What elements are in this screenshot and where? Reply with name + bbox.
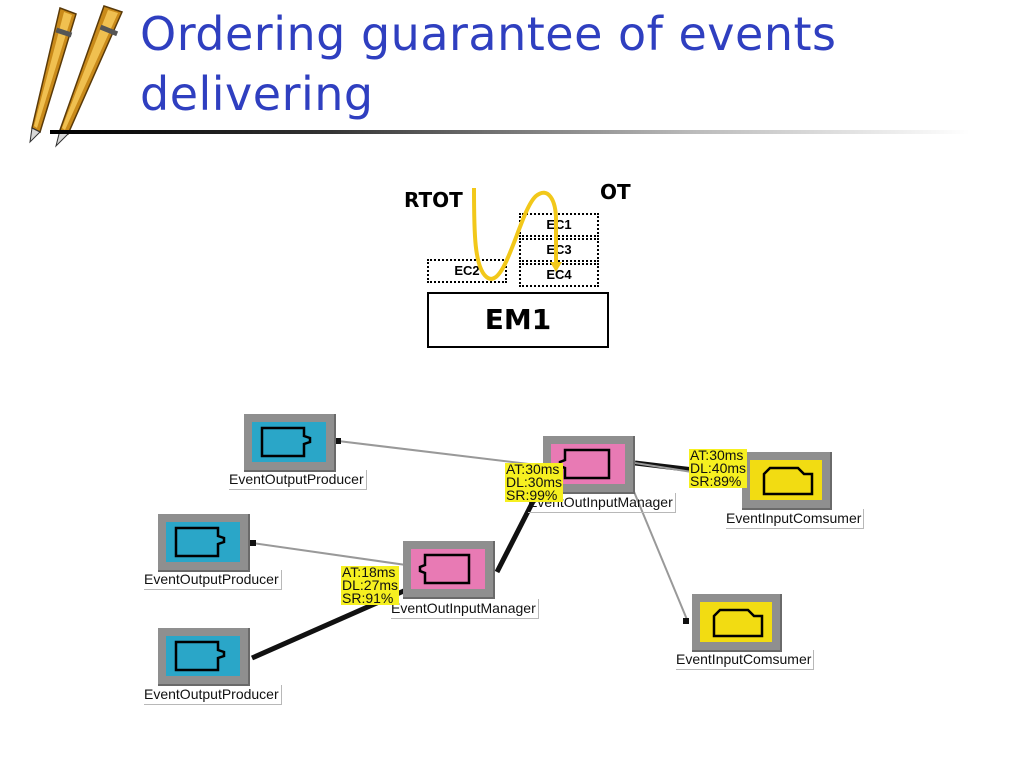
stat-at: AT:30ms (506, 461, 560, 477)
producer-label-2: EventOutputProducer (144, 570, 282, 590)
ec-box-left: EC2 (427, 259, 507, 283)
stat-sr: SR:99% (506, 487, 558, 503)
producer-label-1: EventOutputProducer (229, 470, 367, 490)
consumer-label-upper: EventInputComsumer (726, 509, 865, 529)
slide-title: Ordering guarantee of events delivering (140, 7, 837, 121)
stat-dl: DL:30ms (506, 474, 563, 490)
rtot-label: RTOT (404, 188, 463, 212)
consumer-node-upper[interactable] (742, 452, 832, 510)
ec-box-4: EC4 (519, 263, 599, 287)
stat-sr: SR:91% (342, 590, 394, 606)
stats-manager-lower: AT:18ms DL:27ms SR:91% (341, 564, 400, 606)
wire-producer2-manager-lower (251, 542, 407, 566)
ec-box-3: EC3 (519, 238, 599, 262)
pens-logo-icon (29, 5, 124, 148)
stat-at: AT:18ms (342, 564, 396, 580)
producer-node-3[interactable] (158, 628, 250, 686)
stat-dl: DL:40ms (690, 460, 747, 476)
manager-node-lower[interactable] (403, 541, 495, 599)
producer-label-3: EventOutputProducer (144, 685, 282, 705)
ot-label: OT (600, 180, 631, 204)
ec-box-1: EC1 (519, 213, 599, 237)
producer-node-2[interactable] (158, 514, 250, 572)
stat-at: AT:30ms (690, 447, 744, 463)
consumer-node-lower[interactable] (692, 594, 782, 652)
event-manager-box: EM1 (427, 292, 609, 348)
manager-label-lower: EventOutInputManager (391, 599, 539, 619)
producer-node-1[interactable] (244, 414, 336, 472)
stat-sr: SR:89% (690, 473, 742, 489)
consumer-label-lower: EventInputComsumer (676, 650, 815, 670)
title-divider (50, 130, 970, 134)
stat-dl: DL:27ms (342, 577, 399, 593)
manager-label-upper: EventOutInputManager (528, 493, 676, 513)
stats-consumer-upper: AT:30ms DL:40ms SR:89% (689, 447, 748, 489)
stats-manager-upper: AT:30ms DL:30ms SR:99% (505, 461, 564, 503)
